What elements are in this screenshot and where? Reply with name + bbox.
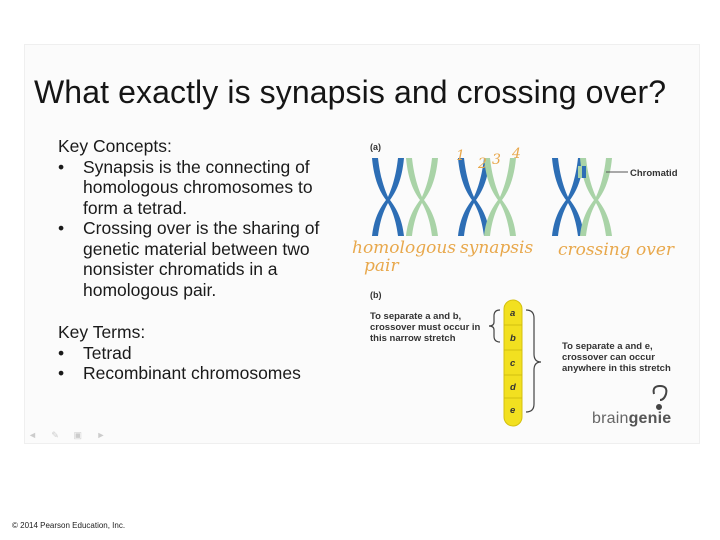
key-terms-heading: Key Terms: (58, 322, 146, 342)
chromatid-label: Chromatid (630, 168, 678, 179)
gene-label: e (510, 405, 516, 416)
braingenie-logo-icon (652, 384, 668, 410)
crossing-over-diagram (552, 158, 612, 236)
gene-label: a (510, 308, 516, 319)
handwritten-number: 3 (492, 152, 501, 168)
brand-suffix: genie (628, 410, 672, 427)
blue-chromosome (372, 158, 404, 236)
presentation-toolbar[interactable]: ◄ ✎ ▣ ► (28, 430, 112, 440)
handwritten-synapsis: synapsis (460, 238, 534, 258)
key-concept-item: Synapsis is the connecting of homologous… (58, 157, 343, 219)
narrow-stretch-annotation: To separate a and b, crossover must occu… (370, 311, 481, 344)
key-concepts-heading: Key Concepts: (58, 136, 172, 156)
wide-stretch-annotation: To separate a and e, crossover can occur… (562, 341, 671, 374)
key-terms-list: Tetrad Recombinant chromosomes (58, 343, 343, 384)
gene-chromosome (503, 299, 523, 427)
copyright-notice: © 2014 Pearson Education, Inc. (12, 521, 126, 530)
figure-a-label: (a) (370, 142, 381, 152)
key-term-item: Tetrad (58, 343, 343, 364)
key-concept-item: Crossing over is the sharing of genetic … (58, 218, 343, 300)
key-term-item: Recombinant chromosomes (58, 363, 343, 384)
handwritten-number: 4 (512, 146, 521, 162)
key-concepts-list: Synapsis is the connecting of homologous… (58, 157, 343, 301)
gene-label: d (510, 382, 516, 393)
figure-b-label: (b) (370, 290, 382, 300)
braingenie-brand: braingenie (592, 410, 671, 428)
slide-title: What exactly is synapsis and crossing ov… (34, 74, 667, 110)
homologous-pair-diagram (372, 158, 438, 236)
handwritten-number: 2 (478, 156, 487, 172)
synapsis-diagram (458, 158, 516, 236)
gene-label: b (510, 333, 516, 344)
handwritten-number: 1 (456, 148, 465, 164)
wide-brace (525, 309, 542, 413)
green-chromosome (406, 158, 438, 236)
handwritten-homologous: homologous (352, 238, 457, 258)
narrow-brace (488, 309, 501, 343)
handwritten-crossing-over: crossing over (558, 240, 675, 260)
handwritten-pair: pair (364, 256, 399, 276)
brand-prefix: brain (592, 410, 629, 427)
text-column: Key Concepts: Synapsis is the connecting… (58, 136, 343, 384)
gene-label: c (510, 358, 516, 369)
